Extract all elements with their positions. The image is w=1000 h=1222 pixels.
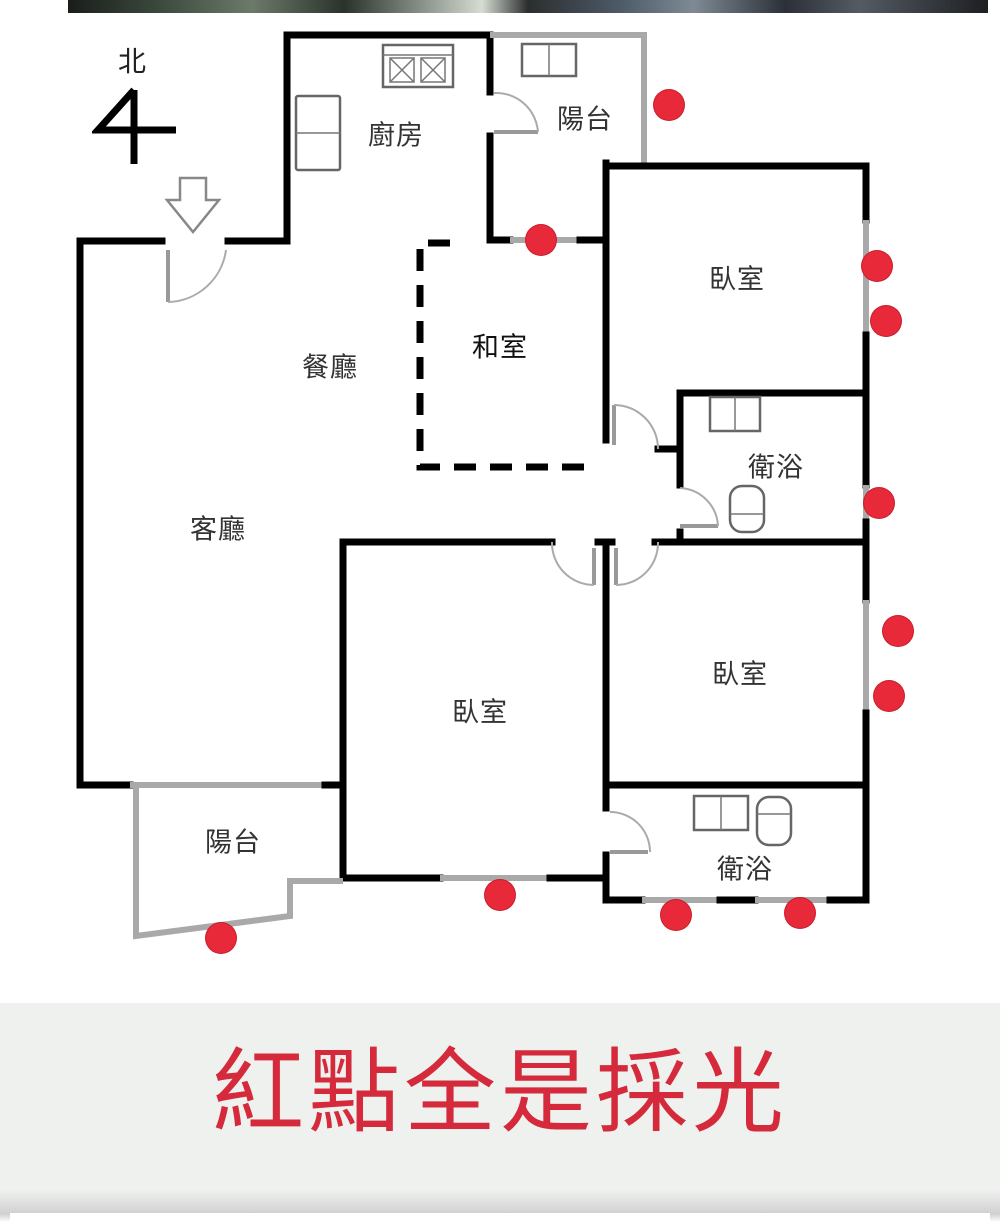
room-label-bathroom-east: 衛浴 xyxy=(748,452,804,484)
balcony-south-rail xyxy=(133,785,343,940)
balcony-sink-icon xyxy=(520,42,578,78)
light-point-dot xyxy=(661,900,691,930)
caption-text: 紅點全是採光 xyxy=(211,1039,788,1146)
door-tatami xyxy=(612,404,659,450)
floor-plan xyxy=(76,31,870,940)
room-label-balcony-south: 陽台 xyxy=(205,827,261,859)
bottom-card xyxy=(10,1213,990,1222)
room-label-bathroom-south: 衛浴 xyxy=(717,854,773,886)
photo-strip xyxy=(68,0,988,13)
light-point-dot xyxy=(883,616,913,646)
bath-east-sink-icon xyxy=(708,395,762,433)
room-label-bedroom-ne: 臥室 xyxy=(709,264,765,296)
north-label: 北 xyxy=(118,45,147,78)
bath-south-toilet-icon xyxy=(755,795,793,847)
light-point-dot xyxy=(526,225,556,255)
door-se-bedroom xyxy=(614,541,660,586)
door-kitchen-balcony xyxy=(493,91,539,134)
door-bathroom-east xyxy=(679,487,719,528)
light-point-dot xyxy=(206,923,236,953)
wall-bedroom-ne xyxy=(602,162,870,224)
caption-panel xyxy=(0,1003,1000,1198)
light-point-dot xyxy=(874,681,904,711)
wall-entry-right xyxy=(224,31,494,245)
room-label-kitchen: 廚房 xyxy=(368,120,424,152)
light-point-dot xyxy=(862,251,892,281)
tatami-dashed-wall xyxy=(416,239,590,471)
bath-south-sink-icon xyxy=(692,794,750,832)
light-point-dot xyxy=(864,488,894,518)
room-label-dining: 餐廳 xyxy=(302,352,358,384)
bath-east-toilet-icon xyxy=(728,484,766,534)
room-label-bedroom-center: 臥室 xyxy=(452,697,508,729)
room-label-balcony-north: 陽台 xyxy=(557,104,613,136)
light-point-dot xyxy=(871,306,901,336)
wall-center-bedroom xyxy=(339,538,556,882)
room-label-living: 客廳 xyxy=(190,514,246,546)
stove-icon xyxy=(381,43,455,89)
entrance-arrow-icon xyxy=(164,176,222,234)
room-label-bedroom-se: 臥室 xyxy=(712,659,768,691)
door-bathroom-south xyxy=(609,811,651,854)
light-point-dot xyxy=(654,90,684,120)
door-entrance xyxy=(166,249,227,303)
light-point-dot xyxy=(485,880,515,910)
balcony-north-rail xyxy=(490,32,647,163)
wall-kitchen xyxy=(76,237,166,785)
room-label-tatami: 和室 xyxy=(472,332,528,364)
light-point-dot xyxy=(785,898,815,928)
kitchen-sink-icon xyxy=(294,94,342,172)
door-center-bedroom xyxy=(550,541,596,586)
north-arrow-icon xyxy=(92,87,176,164)
